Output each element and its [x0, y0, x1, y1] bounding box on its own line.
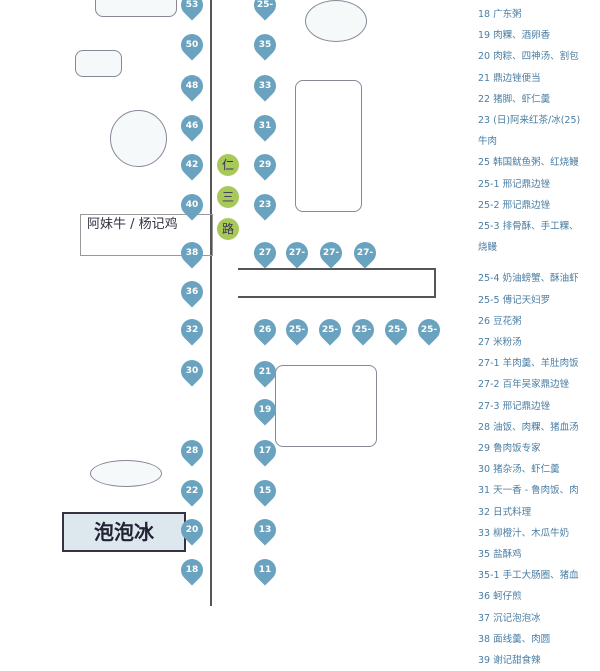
snack-plate-illustration — [90, 460, 162, 487]
map-pin-31[interactable]: 31 — [249, 110, 281, 142]
map-pin-38[interactable]: 38 — [176, 237, 208, 269]
street-name-char: 三 — [217, 186, 239, 208]
map-pin-48[interactable]: 48 — [176, 70, 208, 102]
legend-item: 25-1 邢记鼎边锉 — [478, 178, 551, 190]
legend-item: 18 广东粥 — [478, 9, 522, 20]
legend-item: 35 盐酥鸡 — [478, 549, 522, 561]
main-street — [210, 0, 240, 606]
legend-item: 19 肉粿、酒卵香 — [478, 30, 551, 42]
legend-item: 33 柳橙汁、木瓜牛奶 — [478, 527, 570, 539]
legend-item: 22 猪脚、虾仁羹 — [478, 93, 551, 105]
legend-item: 27 米粉汤 — [478, 337, 522, 349]
map-pin-23[interactable]: 23 — [249, 189, 281, 221]
legend-item: 牛肉 — [478, 136, 498, 148]
shaved-ice-sign: 泡泡冰 — [62, 512, 186, 552]
map-pin-27-2[interactable]: 27-2 — [315, 237, 347, 280]
map-pin-22[interactable]: 22 — [176, 475, 208, 507]
food-plate-illustration — [95, 0, 177, 17]
people-illustration — [295, 80, 362, 212]
map-pin-42[interactable]: 42 — [176, 149, 208, 181]
legend-item: 25 韩国鱿鱼粥、红烧鳗 — [478, 157, 579, 169]
legend-item: 27-3 邢记鼎边锉 — [478, 400, 551, 412]
map-pin-32[interactable]: 32 — [176, 314, 208, 346]
dumpling-illustration — [75, 50, 122, 77]
map-pin-13[interactable]: 13 — [249, 514, 281, 546]
map-pin-25-4[interactable]: 25-4 — [380, 314, 412, 357]
map-pin-50[interactable]: 50 — [176, 29, 208, 61]
legend-item: 25-5 傅记天妇罗 — [478, 294, 551, 306]
legend-item: 28 油饭、肉粿、猪血汤 — [478, 421, 579, 433]
legend-item: 39 谢记甜食辣 — [478, 655, 541, 667]
map-pin-28[interactable]: 28 — [176, 435, 208, 467]
map-pin-21[interactable]: 21 — [249, 356, 281, 388]
map-pin-15[interactable]: 15 — [249, 475, 281, 507]
map-pin-30[interactable]: 30 — [176, 355, 208, 387]
fish-illustration — [305, 0, 367, 42]
map-pin-40[interactable]: 40 — [176, 189, 208, 221]
map-pin-33[interactable]: 33 — [249, 70, 281, 102]
map-pin-25-5[interactable]: 25-5 — [413, 314, 445, 357]
legend-item: 37 沉记泡泡冰 — [478, 612, 541, 624]
legend-item: 27-2 百年吴家鼎边锉 — [478, 379, 570, 391]
map-pin-29[interactable]: 29 — [249, 149, 281, 181]
legend-item: 36 蚵仔煎 — [478, 591, 522, 603]
street-name-char: 仁 — [217, 154, 239, 176]
legend-item: 29 鲁肉饭专家 — [478, 443, 541, 455]
noodle-bowl-illustration — [110, 110, 167, 167]
legend-item: 32 日式料理 — [478, 506, 532, 518]
map-pin-25-1[interactable]: 25-1 — [281, 314, 313, 357]
map-pin-46[interactable]: 46 — [176, 110, 208, 142]
legend-item: 21 鼎边锉便当 — [478, 72, 541, 84]
map-pin-36[interactable]: 36 — [176, 276, 208, 308]
map-pin-17[interactable]: 17 — [249, 435, 281, 467]
legend-item: 23 (日)阿来红茶/冰(25) — [478, 115, 581, 127]
map-pin-11[interactable]: 11 — [249, 554, 281, 586]
legend-item: 30 猪杂汤、虾仁羹 — [478, 464, 560, 476]
night-market-map: 阿妹牛 / 杨记鸡 泡泡冰 53 50 48 46 42 40 38 36 32 30 28 22 20… — [62, 0, 445, 606]
legend-item: 26 豆花粥 — [478, 315, 522, 327]
map-pin-35[interactable]: 35 — [249, 29, 281, 61]
legend-item: 35-1 手工大肠圈、猪血 — [478, 570, 579, 582]
map-pin-19[interactable]: 19 — [249, 394, 281, 426]
legend-item: 31 天一香 - 鲁肉饭、肉 — [478, 485, 579, 497]
temple-illustration — [275, 365, 377, 447]
map-pin-25-1[interactable]: 25-1 — [249, 0, 281, 32]
legend-item: 27-1 羊肉羹、羊肚肉饭 — [478, 358, 579, 370]
map-pin-27-1[interactable]: 27-1 — [281, 237, 313, 280]
legend-item: 20 肉粽、四神汤、割包 — [478, 51, 579, 63]
map-pin-20[interactable]: 20 — [176, 514, 208, 546]
map-pin-25-3[interactable]: 25-3 — [347, 314, 379, 357]
legend-item: 烧鳗 — [478, 242, 498, 254]
legend-item: 25-3 排骨酥、手工粿、 — [478, 221, 579, 233]
map-pin-25-2[interactable]: 25-2 — [314, 314, 346, 357]
map-pin-18[interactable]: 18 — [176, 554, 208, 586]
shop-sign: 阿妹牛 / 杨记鸡 — [80, 214, 213, 256]
map-pin-53[interactable]: 53 — [176, 0, 208, 21]
cross-street — [238, 268, 436, 298]
shop-legend: 18 广东粥 19 肉粿、酒卵香 20 肉粽、四神汤、割包 21 鼎边锉便当 22 猪脚… — [478, 4, 600, 671]
map-pin-27[interactable]: 27 — [249, 237, 281, 269]
street-name-char: 路 — [217, 218, 239, 240]
map-pin-27-3[interactable]: 27-3 — [349, 237, 381, 280]
legend-item: 38 面线羹、肉圆 — [478, 633, 551, 645]
map-pin-26[interactable]: 26 — [249, 314, 281, 346]
legend-item: 25-2 邢记鼎边锉 — [478, 199, 551, 211]
legend-item: 25-4 奶油螃蟹、酥油虾 — [478, 273, 579, 285]
